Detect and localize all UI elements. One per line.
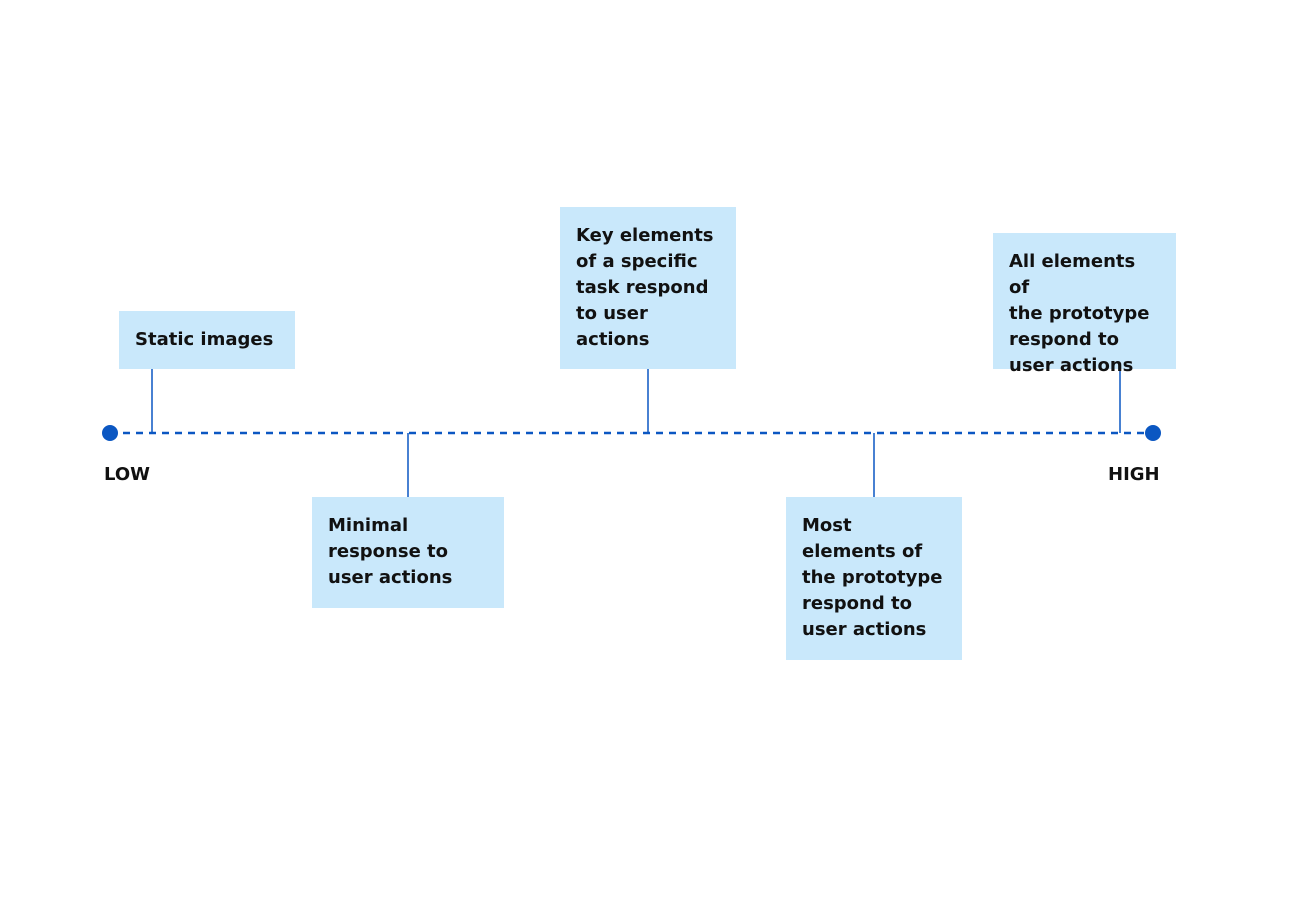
level-box-most-elements: Most elements of the prototype respond t…	[786, 497, 962, 660]
level-box-all-elements: All elements of the prototype respond to…	[993, 233, 1176, 376]
low-label: LOW	[104, 464, 150, 485]
axis-start-dot	[102, 425, 118, 441]
high-label: HIGH	[1108, 464, 1160, 485]
level-box-static-images: Static images	[119, 311, 295, 369]
axis-end-dot	[1145, 425, 1161, 441]
level-box-minimal-response: Minimal response to user actions	[312, 497, 504, 608]
level-box-key-elements: Key elements of a specific task respond …	[560, 207, 736, 369]
